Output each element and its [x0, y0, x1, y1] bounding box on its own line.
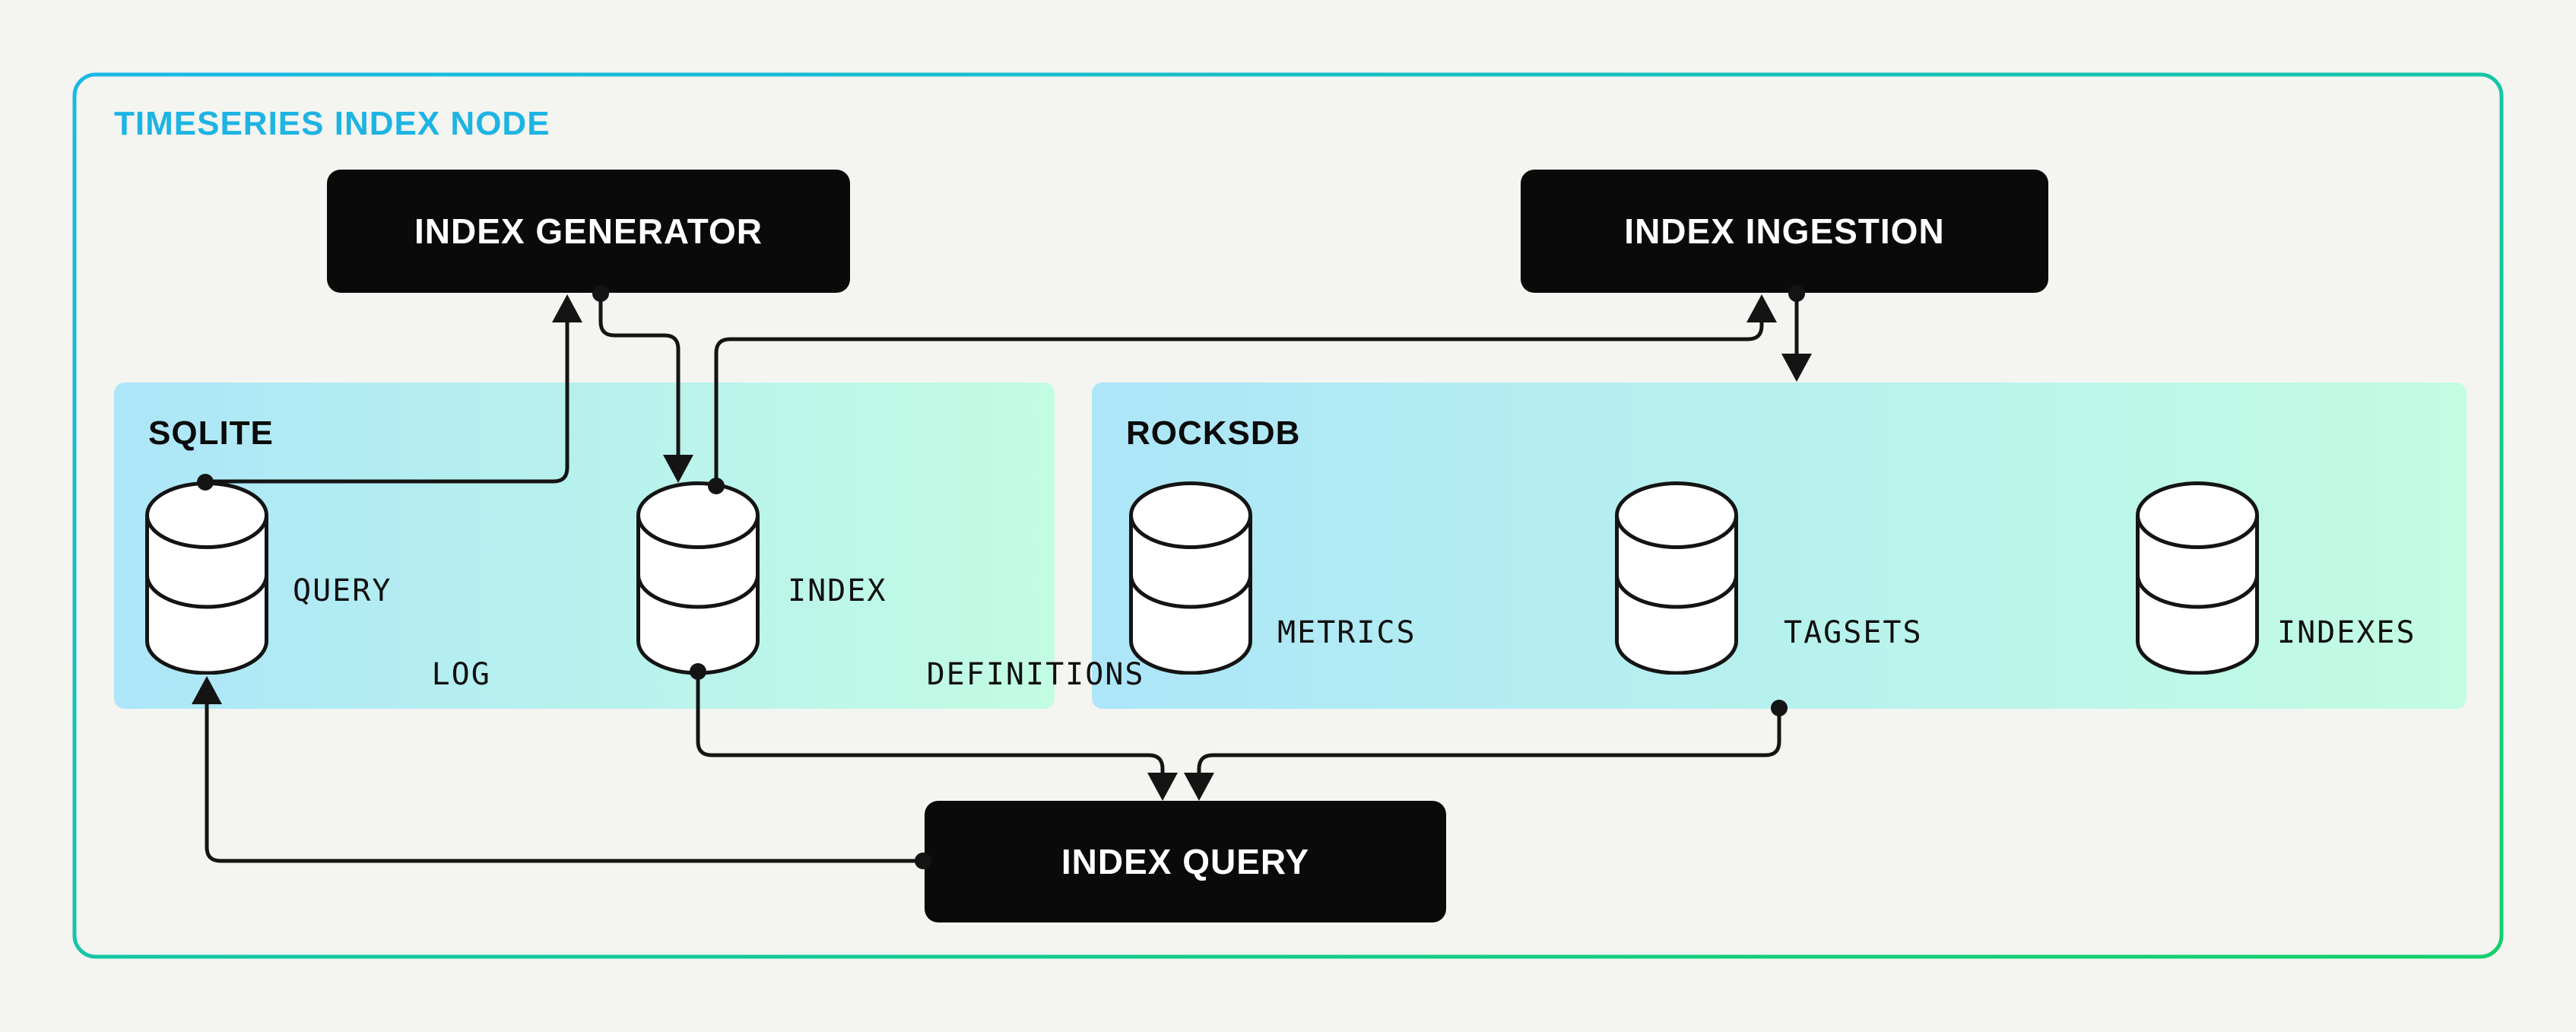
- tagsets-label: TAGSETS: [1784, 615, 1923, 650]
- index-definitions-label: INDEX DEFINITIONS: [788, 573, 1145, 692]
- wire-rocksdb-to-query: [1197, 708, 1781, 773]
- indexes-label: INDEXES: [2277, 615, 2416, 650]
- sqlite-panel-label: SQLITE: [148, 414, 274, 452]
- metrics-label: METRICS: [1277, 615, 1416, 650]
- arrow-down-icon: [1781, 354, 1812, 382]
- arrow-down-icon: [1184, 773, 1214, 801]
- arrow-down-icon: [1147, 773, 1178, 801]
- wire-query-to-querylog: [205, 704, 923, 863]
- index-query-node: INDEX QUERY: [925, 801, 1446, 922]
- diagram-title: TIMESERIES INDEX NODE: [114, 105, 550, 142]
- arrow-up-icon: [552, 294, 582, 322]
- index-query-label: INDEX QUERY: [1061, 842, 1310, 881]
- index-generator-node: INDEX GENERATOR: [327, 170, 850, 293]
- index-ingestion-node: INDEX INGESTION: [1521, 170, 2048, 293]
- rocksdb-panel-label: ROCKSDB: [1126, 414, 1301, 452]
- query-log-label: QUERY LOG: [293, 573, 491, 692]
- index-ingestion-label: INDEX INGESTION: [1624, 211, 1945, 251]
- index-generator-label: INDEX GENERATOR: [414, 211, 763, 251]
- arrow-up-icon: [1746, 294, 1777, 322]
